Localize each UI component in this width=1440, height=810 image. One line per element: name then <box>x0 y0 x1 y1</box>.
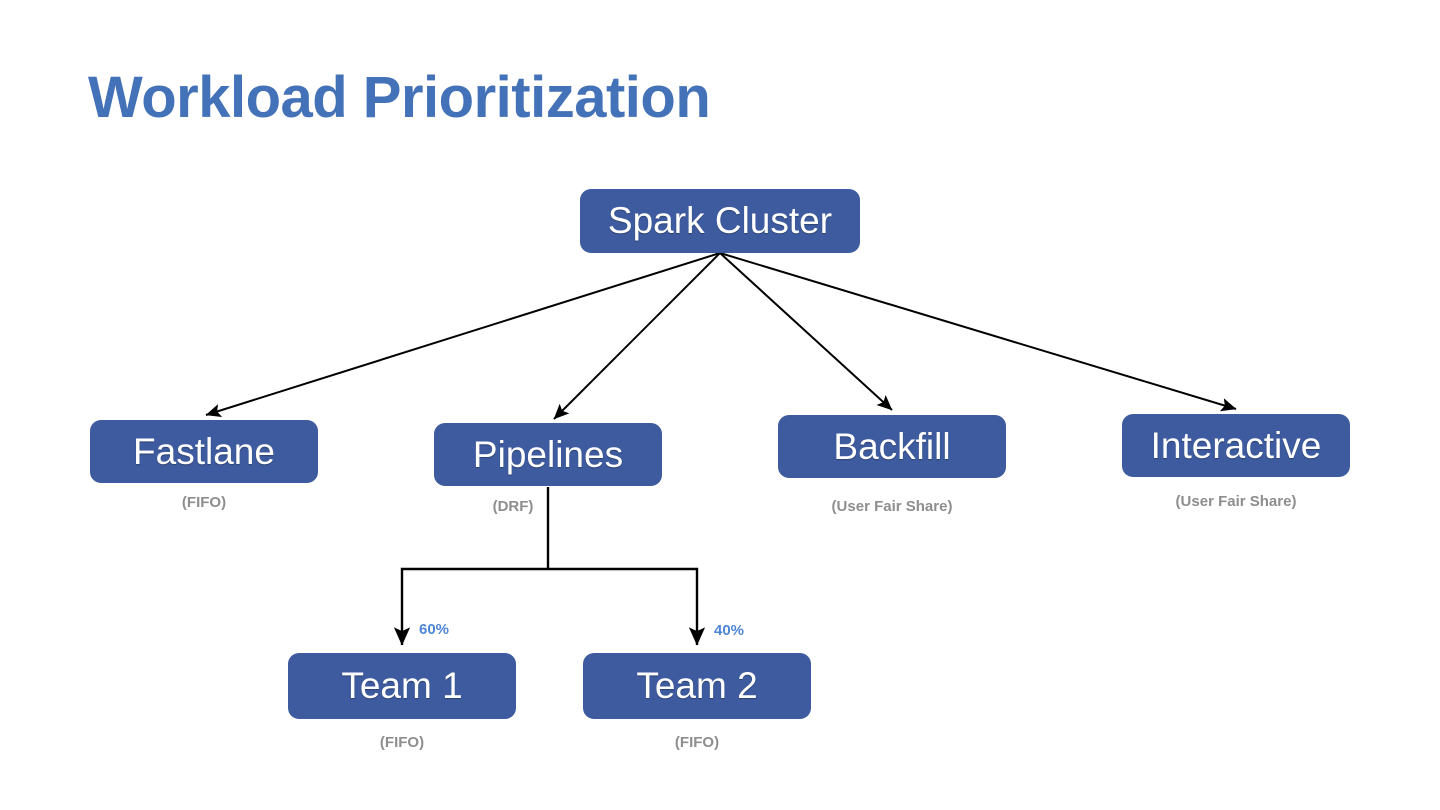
node-team-1[interactable]: Team 1 <box>288 653 516 719</box>
node-pipelines[interactable]: Pipelines <box>434 423 662 486</box>
edge-cluster-to-fastlane <box>205 252 721 418</box>
node-spark-cluster[interactable]: Spark Cluster <box>580 189 860 253</box>
sublabel-pipelines-scheduler: (DRF) <box>492 498 534 515</box>
sublabel-team-1-scheduler: (FIFO) <box>379 734 425 751</box>
node-backfill-label: Backfill <box>833 425 951 467</box>
sublabel-fastlane-scheduler: (FIFO) <box>181 494 227 511</box>
edge-label-team-2-weight: 40% <box>714 622 745 639</box>
node-interactive-label: Interactive <box>1150 424 1322 466</box>
node-spark-cluster-label: Spark Cluster <box>607 200 833 241</box>
node-fastlane-label: Fastlane <box>133 430 275 472</box>
node-team-2[interactable]: Team 2 <box>583 653 811 719</box>
page-title: Workload Prioritization <box>88 65 711 130</box>
sublabel-team-2-scheduler: (FIFO) <box>674 734 720 751</box>
sublabel-backfill-scheduler: (User Fair Share) <box>831 498 953 515</box>
edge-cluster-to-pipelines <box>553 252 721 420</box>
node-interactive[interactable]: Interactive <box>1122 414 1350 477</box>
node-backfill[interactable]: Backfill <box>778 415 1006 478</box>
edge-pipelines-to-team-2 <box>548 567 706 646</box>
node-team-1-label: Team 1 <box>341 665 463 706</box>
node-pipelines-label: Pipelines <box>472 433 624 475</box>
edge-label-team-1-weight: 60% <box>419 621 450 638</box>
node-team-2-label: Team 2 <box>636 665 758 706</box>
edge-cluster-to-interactive <box>719 252 1237 412</box>
edge-cluster-to-backfill <box>719 252 893 411</box>
node-fastlane[interactable]: Fastlane <box>90 420 318 483</box>
sublabel-interactive-scheduler: (User Fair Share) <box>1175 493 1297 510</box>
